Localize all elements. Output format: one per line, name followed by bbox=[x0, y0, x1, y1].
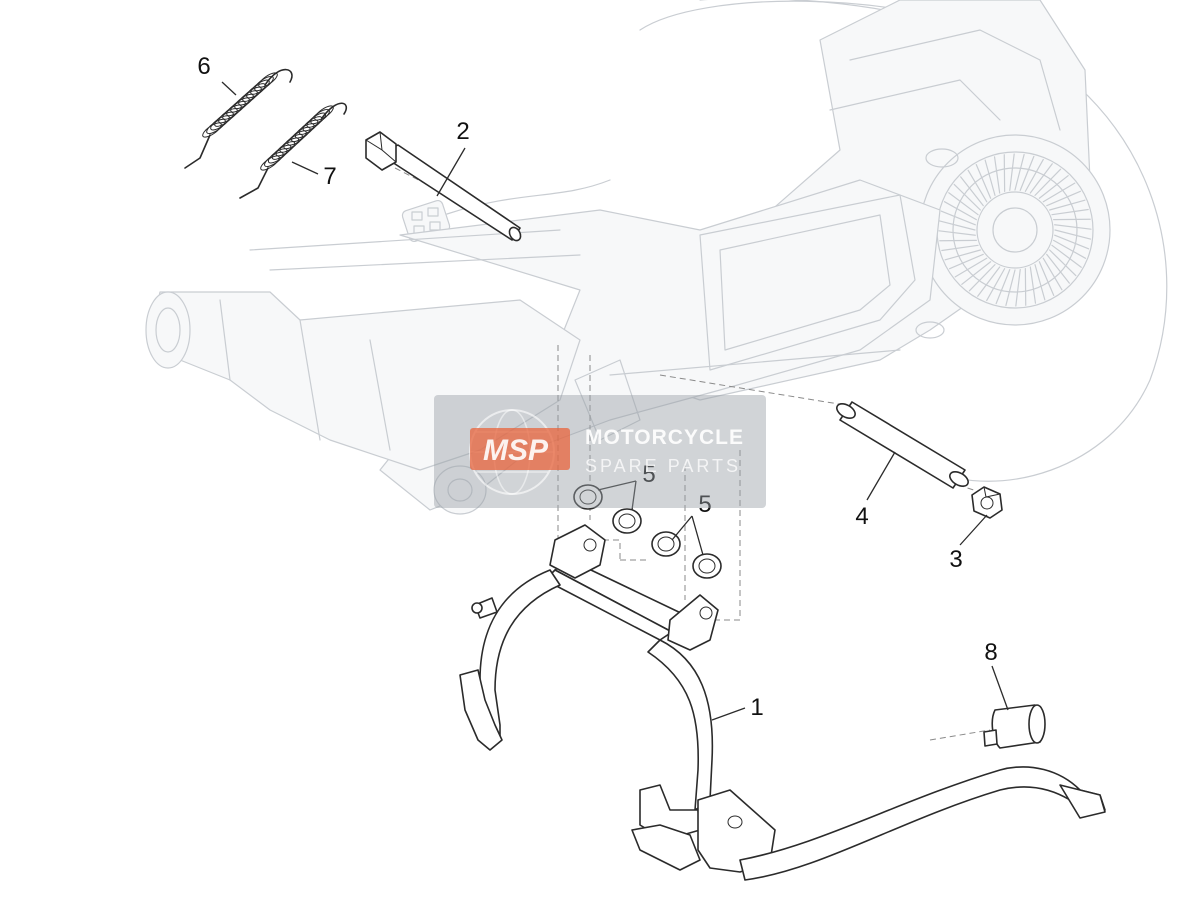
fan-spokes bbox=[938, 153, 1092, 307]
part-6-spring bbox=[184, 68, 293, 169]
callout-6: 6 bbox=[197, 53, 210, 80]
part-2-bolt bbox=[365, 131, 522, 242]
leader-lines bbox=[221, 81, 1009, 721]
part-1-center-stand bbox=[459, 524, 1106, 881]
callout-labels: 6 7 2 4 3 5 5 1 8 bbox=[197, 53, 997, 721]
callout-3: 3 bbox=[949, 546, 962, 573]
part-4-sleeve bbox=[836, 401, 969, 489]
watermark: MSP MOTORCYCLE SPARE PARTS bbox=[434, 395, 766, 508]
callout-7: 7 bbox=[323, 163, 336, 190]
callout-1: 1 bbox=[750, 694, 763, 721]
part-3-nut bbox=[971, 486, 1003, 519]
part-5-washers bbox=[573, 484, 722, 579]
watermark-logo-badge bbox=[470, 428, 570, 470]
part-8-stopper bbox=[983, 704, 1046, 749]
watermark-logo-text: MSP bbox=[483, 434, 549, 467]
watermark-title: MOTORCYCLE bbox=[585, 426, 744, 449]
callout-2: 2 bbox=[456, 118, 469, 145]
watermark-subtitle: SPARE PARTS bbox=[585, 456, 741, 476]
callout-5-upper: 5 bbox=[642, 461, 655, 488]
callout-4: 4 bbox=[855, 503, 868, 530]
callout-5-lower: 5 bbox=[698, 491, 711, 518]
ghost-frame-assembly bbox=[145, 0, 1168, 515]
watermark-box bbox=[434, 395, 766, 508]
callout-8: 8 bbox=[984, 639, 997, 666]
part-7-spring bbox=[239, 102, 347, 199]
